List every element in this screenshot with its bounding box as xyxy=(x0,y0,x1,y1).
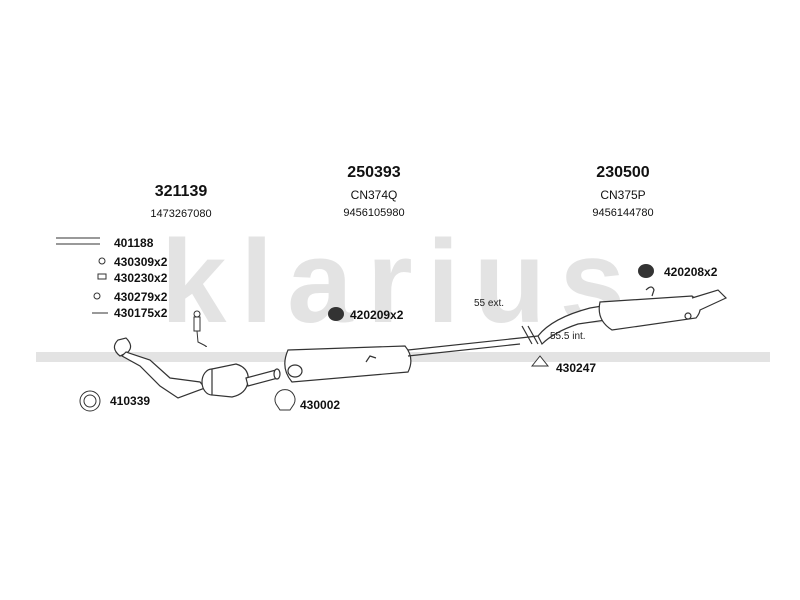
front-pipe-with-catalyst xyxy=(113,337,281,399)
accessory-label: 401188 xyxy=(114,236,154,250)
gasket-small-icon xyxy=(97,273,107,280)
lambda-sensor-icon xyxy=(193,310,207,347)
component-3-oe-no: 9456144780 xyxy=(592,207,654,219)
dimension-ext: 55 ext. xyxy=(474,298,505,309)
component-1-oe-no: 1473267080 xyxy=(150,208,212,220)
accessory-label: 430309x2 xyxy=(114,255,168,269)
mount-icon xyxy=(530,355,550,367)
accessory-label: 420209x2 xyxy=(350,308,404,322)
rubber-mount-icons xyxy=(328,264,654,321)
component-3-oe-code: CN375P xyxy=(600,188,646,202)
component-3-part-no: 230500 xyxy=(596,164,650,181)
component-2-oe-code: CN374Q xyxy=(350,188,398,202)
accessory-icons xyxy=(56,237,550,412)
bracket-small-icon xyxy=(93,292,101,300)
connecting-pipe xyxy=(407,325,539,357)
bolt-set-icon xyxy=(56,237,100,245)
component-2-part-no: 250393 xyxy=(347,164,401,181)
rubber-mount-icon-1 xyxy=(328,307,344,321)
middle-silencer xyxy=(284,345,412,383)
accessory-label: 420208x2 xyxy=(664,265,718,279)
component-2-oe-no: 9456105980 xyxy=(343,207,405,219)
u-clamp-icon xyxy=(274,389,296,411)
rear-silencer xyxy=(537,286,728,346)
accessory-label: 430175x2 xyxy=(114,306,168,320)
accessory-label: 410339 xyxy=(110,394,151,408)
component-1-part-no: 321139 xyxy=(154,183,208,200)
accessory-label: 430230x2 xyxy=(114,271,168,285)
accessory-label: 430279x2 xyxy=(114,290,168,304)
accessory-label: 430247 xyxy=(556,361,597,375)
clamp-small-icon xyxy=(98,257,106,265)
accessory-label: 430002 xyxy=(300,398,341,412)
dimension-int: 55.5 int. xyxy=(550,331,586,342)
rubber-mount-icon-2 xyxy=(638,264,654,278)
